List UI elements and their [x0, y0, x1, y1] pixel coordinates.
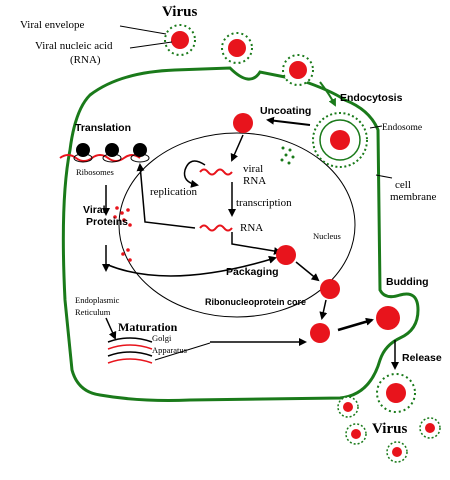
label-virus-top: Virus	[162, 4, 197, 20]
rna-to-packaging-line	[231, 232, 282, 255]
label-transcription: transcription	[236, 197, 292, 209]
rnp-core-2	[310, 323, 330, 343]
virus-particle-1	[164, 24, 196, 56]
cell-membrane-pointer	[375, 174, 393, 179]
rnp-core-1	[320, 279, 340, 299]
viral-rna-wave	[199, 168, 233, 176]
virus-particle-3	[282, 54, 314, 86]
golgi-to-core-arrow	[154, 342, 211, 361]
label-ribosomes: Ribosomes	[76, 167, 114, 177]
released-virus-small-3	[386, 441, 408, 463]
released-virus-small-4	[419, 417, 441, 439]
label-nucleus: Nucleus	[313, 231, 341, 241]
packaging-core	[276, 245, 296, 265]
label-viral-rna-1: viral	[243, 163, 263, 175]
label-viral-rna-2: RNA	[243, 175, 266, 187]
uncoating-arrow	[266, 116, 311, 126]
budding-virus	[376, 306, 400, 330]
ribosomes	[59, 143, 150, 163]
core-to-nucleus-arrow	[230, 134, 244, 162]
endocytosis-arrow	[319, 81, 336, 107]
label-cell-membrane-1: cell	[395, 179, 411, 191]
endosome-pointer	[369, 125, 383, 129]
label-endocytosis: Endocytosis	[340, 92, 403, 104]
label-endosome: Endosome	[382, 123, 422, 133]
endosome	[312, 112, 368, 168]
label-cell-membrane-2: membrane	[390, 191, 437, 203]
golgi-apparatus	[107, 337, 153, 364]
nucleus	[118, 132, 356, 318]
label-translation: Translation	[75, 122, 131, 134]
label-golgi-2: Apparatus	[152, 345, 187, 355]
label-release: Release	[402, 352, 442, 364]
er-to-golgi-arrow	[105, 317, 117, 340]
released-core	[233, 113, 253, 133]
released-virus-small-1	[337, 396, 359, 418]
virus-particle-2	[221, 32, 253, 64]
released-virus-small-2	[345, 423, 367, 445]
label-packaging: Packaging	[226, 266, 279, 278]
label-viral-nucleic-acid-2: (RNA)	[70, 54, 101, 66]
capsid-fragments	[280, 146, 295, 165]
proteins-to-packaging-arrow	[107, 255, 277, 277]
label-viral-proteins-1: Viral	[83, 204, 106, 216]
rnp-arrow	[319, 299, 328, 320]
label-virus-bottom: Virus	[372, 421, 407, 437]
label-viral-envelope: Viral envelope	[20, 19, 85, 31]
label-uncoating: Uncoating	[260, 105, 311, 117]
label-viral-proteins-2: Proteins	[86, 216, 128, 228]
viral-protein-dots	[113, 206, 132, 262]
label-rna: RNA	[240, 222, 263, 234]
envelope-pointer	[119, 25, 167, 35]
label-er-2: Reticulum	[75, 307, 111, 317]
replication-loop	[183, 160, 206, 188]
label-golgi-1: Golgi	[152, 333, 172, 343]
label-budding: Budding	[386, 276, 429, 288]
label-er-1: Endoplasmic	[75, 295, 120, 305]
packaging-arrow	[295, 261, 320, 282]
label-rnp-core: Ribonucleoprotein core	[205, 297, 306, 307]
to-budding-arrow	[337, 317, 374, 332]
released-virus-large	[376, 373, 416, 413]
rna-to-ribosomes-line	[136, 163, 196, 229]
label-viral-nucleic-acid-1: Viral nucleic acid	[35, 40, 113, 52]
rna-wave	[199, 224, 233, 232]
label-maturation: Maturation	[118, 320, 178, 334]
nucleic-acid-pointer	[129, 41, 173, 49]
label-replication: replication	[150, 186, 198, 198]
